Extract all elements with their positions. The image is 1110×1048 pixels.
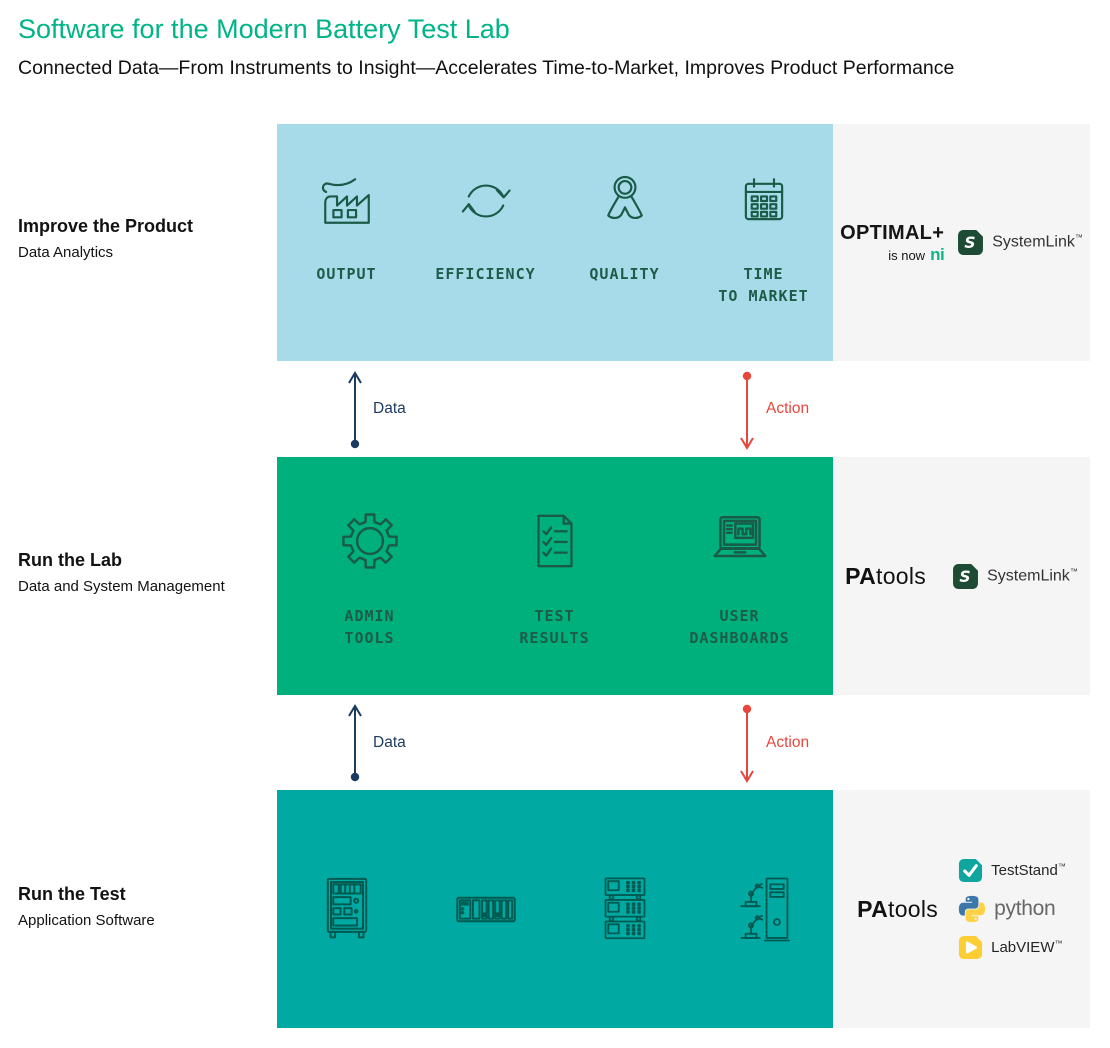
- band-item-label: QUALITY: [589, 265, 660, 283]
- band-item-label: ADMIN TOOLS: [344, 607, 395, 647]
- data-arrow-up-icon: [348, 371, 362, 449]
- is-now-text: is now: [888, 248, 926, 263]
- band-item-quality: QUALITY: [555, 124, 694, 361]
- row-title: Improve the Product: [18, 216, 194, 236]
- award-ribbon-icon: [606, 175, 643, 220]
- python-logo: python: [958, 895, 1066, 923]
- test-rack-icon: [326, 877, 367, 939]
- optimalplus-wordmark: OPTIMAL+: [840, 222, 945, 244]
- teststand-wordmark: TestStand™: [991, 862, 1066, 879]
- band-item-label: EFFICIENCY: [435, 265, 536, 283]
- band-run-the-lab: ADMIN TOOLS TEST RESULTS: [277, 457, 833, 695]
- band-item-output: OUTPUT: [277, 124, 416, 361]
- band-item-admin-tools: ADMIN TOOLS: [277, 457, 462, 695]
- band-improve-the-product: OUTPUT EFFICIENCY QUALITY: [277, 124, 833, 361]
- python-wordmark: python: [994, 897, 1056, 920]
- row-descriptor: Data and System Management: [18, 578, 225, 595]
- data-arrow-up-icon: [348, 704, 362, 782]
- row-label-run-the-test: Run the Test Application Software: [18, 884, 268, 929]
- row-title: Run the Lab: [18, 550, 122, 570]
- band-item-robot-and-pc: [694, 876, 833, 943]
- python-icon: [958, 895, 986, 923]
- band-item-label: TEST RESULTS: [519, 607, 590, 647]
- labview-icon: [959, 935, 983, 960]
- laptop-dashboard-icon: [712, 516, 767, 558]
- teststand-icon: [959, 858, 983, 883]
- page-subtitle: Connected Data—From Instruments to Insig…: [18, 57, 955, 79]
- systemlink-icon: S: [958, 230, 984, 255]
- row-descriptor: Data Analytics: [18, 244, 114, 261]
- patools-logo: PAtools: [845, 562, 927, 589]
- band-run-the-test: [277, 790, 833, 1028]
- systemlink-wordmark: SystemLink™: [987, 566, 1078, 585]
- band-item-efficiency: EFFICIENCY: [416, 124, 555, 361]
- cycle-arrows-icon: [461, 184, 511, 218]
- factory-icon: [321, 178, 370, 224]
- gear-icon: [341, 513, 398, 569]
- stacked-instruments-icon: [604, 877, 645, 940]
- patools-logo: PAtools: [857, 895, 939, 922]
- action-arrow-down-icon: [740, 704, 754, 783]
- labview-logo: LabVIEW™: [958, 935, 1066, 960]
- data-flow-label: Data: [373, 400, 406, 417]
- band-item-pxi-chassis: [416, 893, 555, 926]
- product-panel-test: PAtools TestStand™ python: [833, 790, 1090, 1028]
- band-item-label: TIME TO MARKET: [718, 265, 809, 305]
- labview-wordmark: LabVIEW™: [991, 939, 1063, 956]
- calendar-icon: [744, 178, 783, 221]
- action-flow-label: Action: [766, 400, 810, 417]
- systemlink-wordmark: SystemLink™: [992, 233, 1083, 251]
- optimalplus-logo: OPTIMAL+ is now ni: [840, 222, 945, 264]
- row-descriptor: Application Software: [18, 912, 155, 929]
- systemlink-logo: S SystemLink™: [957, 229, 1083, 256]
- svg-text:S: S: [959, 568, 970, 586]
- band-item-test-rack: [277, 877, 416, 941]
- band-item-label: USER DASHBOARDS: [689, 607, 790, 647]
- band-item-user-dashboards: USER DASHBOARDS: [647, 457, 832, 695]
- teststand-logo: TestStand™: [958, 858, 1066, 883]
- pxi-chassis-icon: [455, 896, 516, 922]
- systemlink-logo: S SystemLink™: [952, 563, 1078, 590]
- row-label-run-the-lab: Run the Lab Data and System Management: [18, 550, 268, 595]
- row-label-improve-the-product: Improve the Product Data Analytics: [18, 216, 268, 261]
- action-flow-label: Action: [766, 734, 810, 751]
- svg-text:S: S: [965, 234, 976, 252]
- ni-logo: ni: [930, 245, 945, 264]
- data-flow-label: Data: [373, 734, 406, 751]
- band-item-test-results: TEST RESULTS: [462, 457, 647, 695]
- systemlink-icon: S: [953, 563, 979, 589]
- checklist-icon: [536, 514, 573, 568]
- band-item-label: OUTPUT: [316, 265, 377, 283]
- action-arrow-down-icon: [740, 371, 754, 450]
- row-title: Run the Test: [18, 884, 126, 904]
- band-item-stacked-instruments: [555, 877, 694, 941]
- robot-and-pc-icon: [739, 877, 790, 941]
- band-item-time-to-market: TIME TO MARKET: [694, 124, 833, 361]
- product-panel-analytics: OPTIMAL+ is now ni S SystemLink™: [833, 124, 1090, 361]
- page-title: Software for the Modern Battery Test Lab: [18, 14, 510, 44]
- product-panel-lab: PAtools S SystemLink™: [833, 457, 1090, 695]
